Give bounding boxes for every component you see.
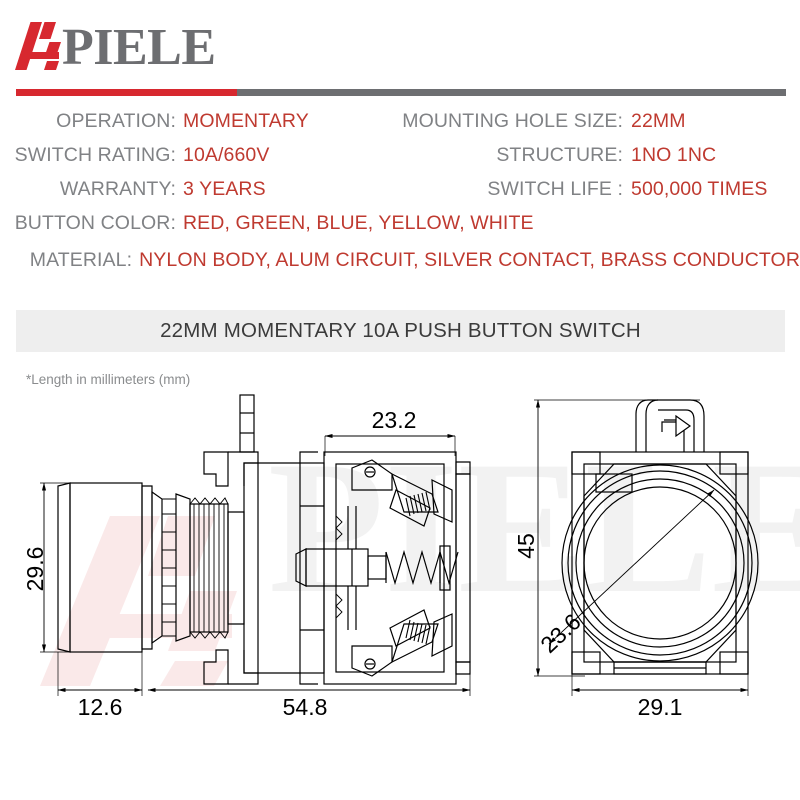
product-title: 22MM MOMENTARY 10A PUSH BUTTON SWITCH — [160, 319, 641, 342]
dim-contact-block-length — [324, 433, 456, 456]
spec-value: 10A/660V — [183, 144, 270, 166]
dim-button-depth — [57, 652, 143, 696]
dim-label-29-6: 29.6 — [22, 547, 48, 592]
spec-value: MOMENTARY — [183, 110, 309, 132]
a-logo-mark-icon — [14, 20, 68, 72]
technical-drawings: PIELE — [0, 386, 800, 800]
dim-label-29-1: 29.1 — [638, 694, 683, 720]
contact-block-section — [147, 394, 471, 696]
divider-gray-segment — [236, 89, 786, 96]
spec-item-button-color: BUTTON COLOR: RED, GREEN, BLUE, YELLOW, … — [0, 212, 800, 249]
specification-table: OPERATION: MOMENTARY MOUNTING HOLE SIZE:… — [0, 110, 800, 286]
dim-label-23-2: 23.2 — [372, 407, 417, 433]
spec-row: SWITCH RATING: 10A/660V STRUCTURE: 1NO 1… — [0, 144, 800, 178]
spec-label: SWITCH LIFE : — [487, 178, 623, 200]
units-note: *Length in millimeters (mm) — [26, 372, 191, 387]
spec-value: 1NO 1NC — [631, 144, 717, 166]
spec-value: NYLON BODY, ALUM CIRCUIT, SILVER CONTACT… — [139, 249, 800, 271]
spec-item-structure: STRUCTURE: 1NO 1NC — [400, 144, 800, 167]
side-section-view — [40, 482, 245, 696]
divider-red-segment — [16, 89, 237, 96]
product-title-banner: 22MM MOMENTARY 10A PUSH BUTTON SWITCH — [16, 310, 785, 352]
dim-label-54-8: 54.8 — [283, 694, 328, 720]
spec-item-switch-life: SWITCH LIFE : 500,000 TIMES — [400, 178, 800, 201]
spec-row: WARRANTY: 3 YEARS SWITCH LIFE : 500,000 … — [0, 178, 800, 212]
dim-overall-length — [147, 674, 471, 696]
spec-label: OPERATION: — [56, 110, 176, 132]
dim-label-12-6: 12.6 — [78, 694, 123, 720]
spec-value: 500,000 TIMES — [631, 178, 768, 200]
dim-label-45: 45 — [513, 533, 539, 559]
spec-label: SWITCH RATING: — [14, 144, 176, 166]
spec-value: 3 YEARS — [183, 178, 266, 200]
spec-label: MOUNTING HOLE SIZE: — [402, 110, 623, 132]
spec-label: MATERIAL: — [29, 249, 133, 271]
brand-lockup: PIELE — [14, 14, 216, 77]
spec-item-material: MATERIAL: NYLON BODY, ALUM CIRCUIT, SILV… — [0, 249, 800, 286]
dim-bezel-diameter — [548, 489, 715, 645]
front-view — [534, 399, 759, 696]
spec-item-mounting-hole-size: MOUNTING HOLE SIZE: 22MM — [400, 110, 800, 133]
brand-wordmark: PIELE — [62, 19, 216, 77]
spec-value: 22MM — [631, 110, 686, 132]
logo-header: PIELE — [0, 0, 800, 86]
spec-label: WARRANTY: — [59, 178, 176, 200]
spec-label: STRUCTURE: — [496, 144, 623, 166]
spec-row: OPERATION: MOMENTARY MOUNTING HOLE SIZE:… — [0, 110, 800, 144]
divider-bar — [16, 89, 786, 96]
spec-item-warranty: WARRANTY: 3 YEARS — [0, 178, 400, 201]
spec-label: BUTTON COLOR: — [14, 212, 176, 234]
spec-item-operation: OPERATION: MOMENTARY — [0, 110, 400, 133]
spec-value: RED, GREEN, BLUE, YELLOW, WHITE — [183, 212, 534, 234]
spec-item-switch-rating: SWITCH RATING: 10A/660V — [0, 144, 400, 167]
dim-body-width — [571, 674, 749, 696]
